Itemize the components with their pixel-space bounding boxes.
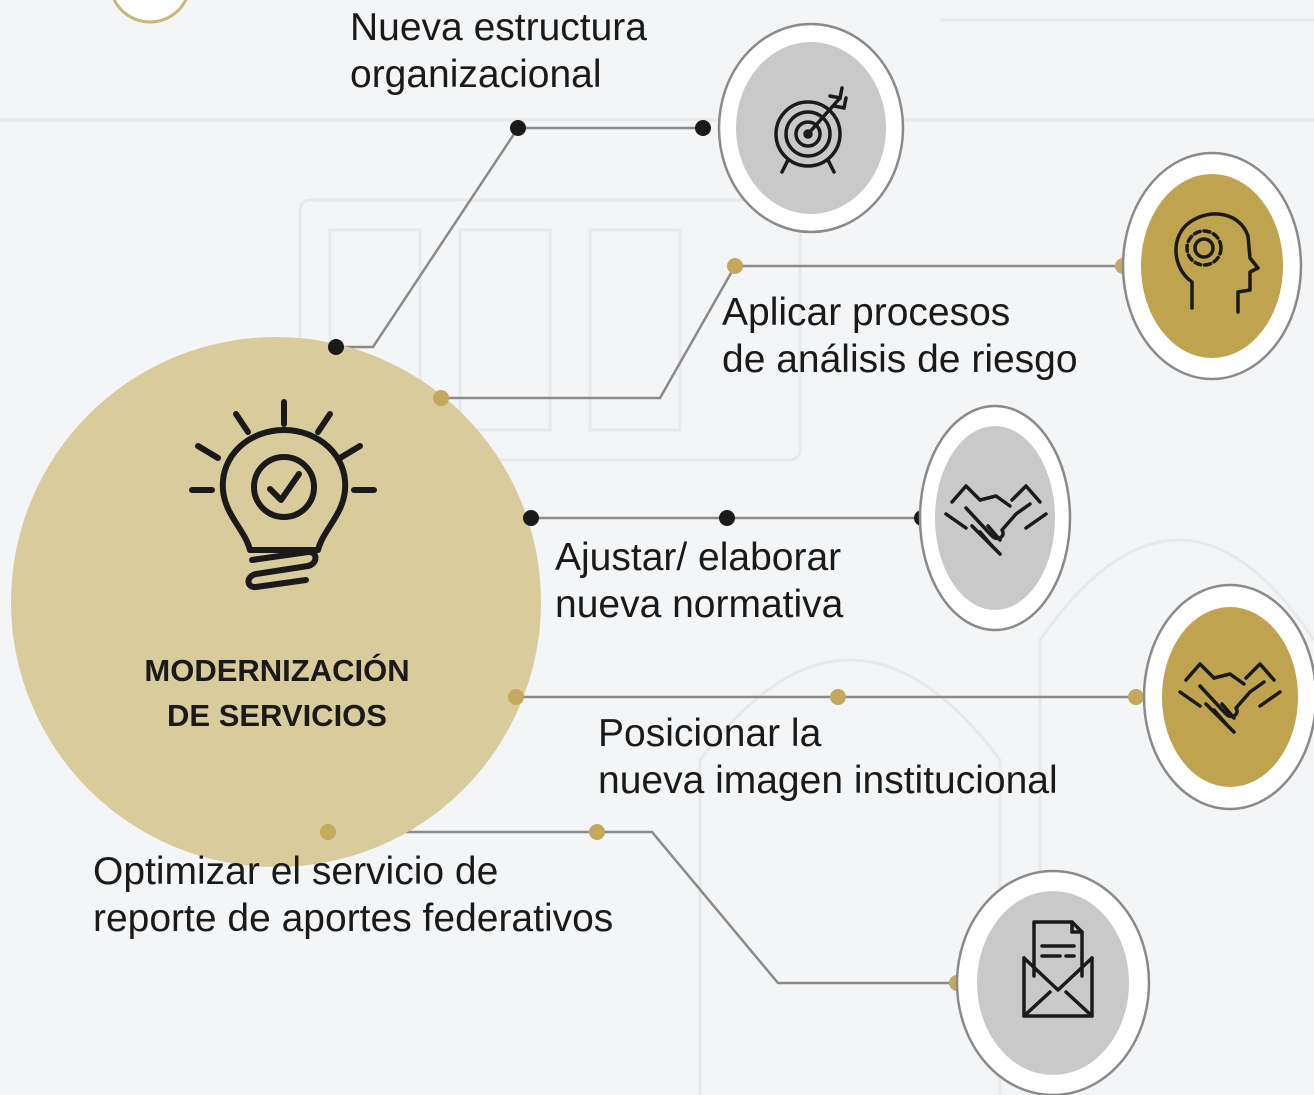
dot bbox=[320, 824, 336, 840]
target-icon bbox=[774, 86, 848, 174]
dot bbox=[719, 510, 735, 526]
branch-label-1: Nueva estructura organizacional bbox=[350, 4, 647, 98]
hub-title-line1: MODERNIZACIÓN bbox=[144, 653, 410, 688]
branch-label-5: Optimizar el servicio de reporte de apor… bbox=[93, 848, 613, 942]
dot bbox=[727, 258, 743, 274]
node-1 bbox=[717, 22, 905, 234]
dot bbox=[510, 120, 526, 136]
node-3 bbox=[918, 404, 1072, 632]
connector-2 bbox=[441, 264, 1123, 400]
branch-label-2: Aplicar procesos de análisis de riesgo bbox=[722, 289, 1078, 383]
hub-dots bbox=[320, 339, 539, 840]
branch-label-4-line1: Posicionar la bbox=[598, 712, 822, 755]
branch-label-1-line2: organizacional bbox=[350, 53, 602, 96]
connector-1 bbox=[336, 126, 703, 349]
branch-label-5-line2: reporte de aportes federativos bbox=[93, 897, 614, 940]
branch-label-4: Posicionar la nueva imagen institucional bbox=[598, 710, 1058, 804]
dot bbox=[508, 689, 524, 705]
branch-label-2-line2: de análisis de riesgo bbox=[722, 338, 1078, 381]
dot bbox=[1128, 689, 1144, 705]
dot bbox=[830, 689, 846, 705]
hub-title: MODERNIZACIÓN DE SERVICIOS bbox=[84, 648, 470, 738]
node-5 bbox=[955, 869, 1151, 1095]
node-4 bbox=[1142, 583, 1314, 811]
dot bbox=[328, 339, 344, 355]
dot bbox=[433, 390, 449, 406]
handshake-icon bbox=[1178, 662, 1282, 734]
dot bbox=[695, 120, 711, 136]
envelope-document-icon bbox=[1022, 920, 1094, 1018]
dot bbox=[523, 510, 539, 526]
dot bbox=[589, 824, 605, 840]
node-2 bbox=[1121, 151, 1303, 381]
branch-label-4-line2: nueva imagen institucional bbox=[598, 759, 1058, 802]
branch-label-3-line1: Ajustar/ elaborar bbox=[555, 536, 842, 579]
branch-label-3-line2: nueva normativa bbox=[555, 583, 844, 626]
branch-label-5-line1: Optimizar el servicio de bbox=[93, 850, 499, 893]
handshake-icon bbox=[944, 484, 1048, 556]
branch-label-1-line1: Nueva estructura bbox=[350, 6, 647, 49]
connector-5 bbox=[328, 830, 957, 985]
branch-label-2-line1: Aplicar procesos bbox=[722, 291, 1011, 334]
lightbulb-check-icon bbox=[189, 399, 377, 590]
hub-circle bbox=[11, 337, 541, 867]
branch-label-3: Ajustar/ elaborar nueva normativa bbox=[555, 534, 843, 628]
hub-title-line2: DE SERVICIOS bbox=[167, 698, 387, 733]
head-gear-icon bbox=[1174, 212, 1260, 314]
